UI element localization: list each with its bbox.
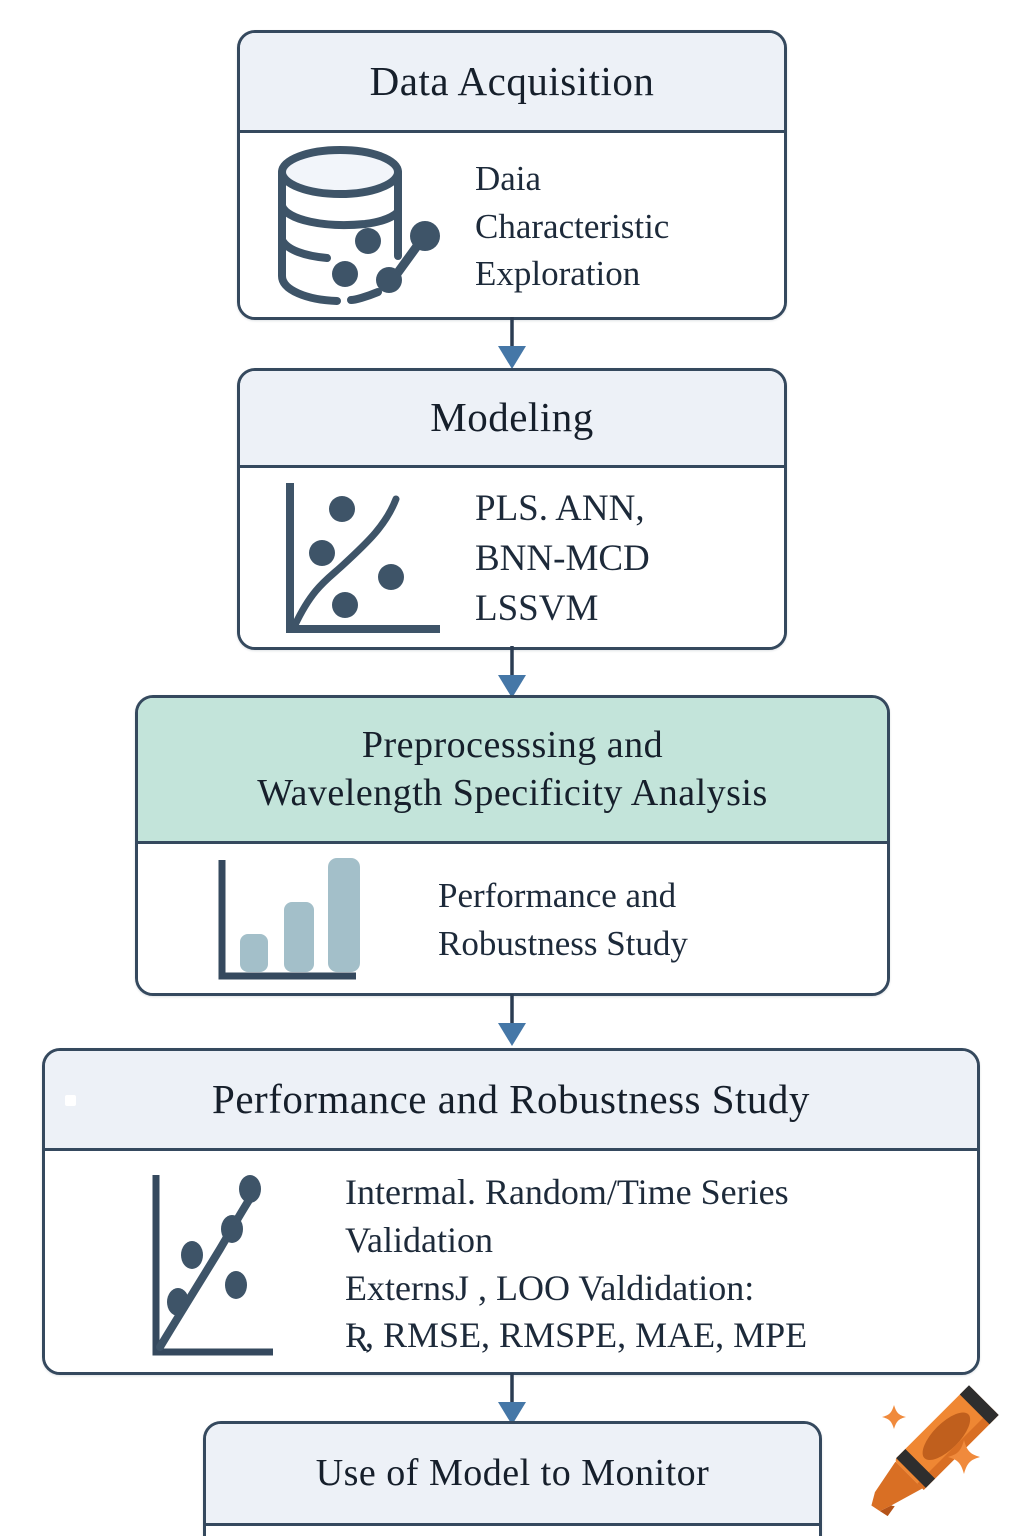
- arrow-down-icon: [498, 1373, 526, 1425]
- box-preprocessing-body: Performance and Robustness Study: [138, 844, 887, 993]
- body-line: PLS. ANN,: [475, 487, 645, 529]
- body-line: Exploration: [475, 254, 641, 294]
- box-title: Preprocesssing and: [361, 724, 664, 766]
- bar-chart-icon: [138, 856, 438, 984]
- body-line: LSSVM: [475, 588, 599, 630]
- body-line: Ʀ, RMSE, RMSPE, MAE, MPE: [345, 1315, 808, 1356]
- body-line: Robustness Study: [438, 924, 688, 963]
- box-modeling-body: PLS. ANN, BNN-MCD LSSVM: [240, 468, 784, 647]
- database-icon: [240, 144, 475, 309]
- box-use-of-model-body: [206, 1526, 819, 1536]
- box-modeling: Modeling PLS. ANN, BNN-MCD LSSVM: [237, 368, 787, 650]
- body-line: ExternsJ , LOO Valdidation:: [345, 1267, 755, 1308]
- arrow-down-icon: [498, 994, 526, 1046]
- box-data-acquisition-header: Data Acquisition: [240, 33, 784, 133]
- box-modeling-text: PLS. ANN, BNN-MCD LSSVM: [475, 484, 650, 635]
- arrow-down-icon: [498, 317, 526, 369]
- box-title: Performance and Robustness Study: [212, 1075, 810, 1122]
- body-line: Characteristic: [475, 206, 670, 246]
- white-speck: [65, 1095, 76, 1106]
- body-line: Daia: [475, 159, 542, 199]
- box-performance-body: Intermal. Random/Time Series Validation …: [45, 1151, 977, 1372]
- body-line: Intermal. Random/Time Series: [345, 1172, 789, 1213]
- box-preprocessing-wavelength: Preprocesssing and Wavelength Specificit…: [135, 695, 890, 996]
- body-line: Performance and: [438, 876, 677, 916]
- box-performance-header: Performance and Robustness Study: [45, 1051, 977, 1151]
- body-line: Validation: [345, 1219, 493, 1260]
- box-performance-text: Intermal. Random/Time Series Validation …: [345, 1169, 807, 1359]
- box-data-acquisition-body: Daia Characteristic Exploration: [240, 133, 784, 317]
- box-preprocessing-header: Preprocesssing and Wavelength Specificit…: [138, 698, 887, 844]
- box-performance-robustness: Performance and Robustness Study Interma…: [42, 1048, 980, 1375]
- box-use-of-model: Use of Model to Monitor: [203, 1421, 822, 1536]
- box-data-acquisition-text: Daia Characteristic Exploration: [475, 155, 669, 298]
- body-line: BNN-MCD: [475, 537, 650, 579]
- box-use-of-model-header: Use of Model to Monitor: [206, 1424, 819, 1526]
- box-title: Data Acquisition: [369, 57, 655, 104]
- scatter-trend-icon: [45, 1167, 345, 1362]
- scatter-curve-icon: [240, 477, 475, 642]
- box-preprocessing-text: Performance and Robustness Study: [438, 872, 688, 967]
- box-title: Modeling: [430, 394, 594, 441]
- box-title: Wavelength Specificity Analysis: [257, 771, 768, 814]
- arrow-down-icon: [498, 646, 526, 698]
- box-title: Use of Model to Monitor: [315, 1451, 710, 1494]
- crayon-emoji-icon: [871, 1385, 999, 1517]
- box-data-acquisition: Data Acquisition Daia: [237, 30, 787, 320]
- box-modeling-header: Modeling: [240, 371, 784, 468]
